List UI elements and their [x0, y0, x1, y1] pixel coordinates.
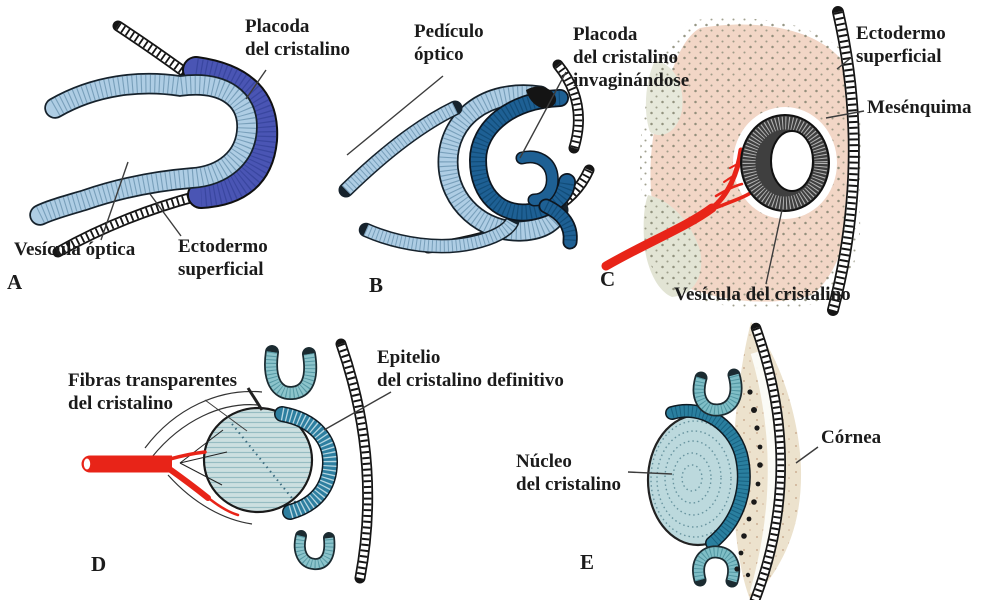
lens-nucleus-label: Núcleo del cristalino	[516, 451, 622, 495]
panel-letter-a: A	[7, 270, 23, 294]
lens-epithelium-label: Epitelio del cristalino definitivo	[377, 347, 564, 391]
lens-pit-lumen	[534, 172, 544, 190]
zonule-lines	[179, 429, 228, 486]
panel-d-illustration	[81, 344, 368, 578]
iris-rim-upper	[699, 375, 736, 410]
leader-ectodermo-c	[836, 56, 853, 70]
leader-epitelio	[323, 391, 392, 431]
optic-cup-rim-lower	[300, 536, 330, 564]
leader-placoda-a	[245, 69, 267, 100]
invaginating-placode-label: Placoda del cristalino invaginándose	[573, 24, 690, 91]
optic-stalk-label: Pedículo óptico	[414, 21, 484, 65]
leader-pediculo	[346, 75, 444, 156]
lens-fibers-label: Fibras transparentes del cristalino	[68, 370, 238, 414]
panel-c-illustration	[601, 12, 861, 310]
optic-cup-rim-upper	[271, 352, 310, 393]
lens-capsule-lines	[144, 390, 263, 525]
mesenchyme-label: Mesénquima	[867, 97, 972, 118]
pigment-dots	[734, 389, 763, 578]
leader-lines	[100, 56, 865, 475]
panel-letter-e: E	[580, 550, 595, 574]
leader-mesenquima	[825, 110, 865, 119]
invaginating-lens-placode	[478, 86, 570, 242]
surface-ectoderm-label-a: Ectodermo superficial	[178, 236, 268, 280]
surface-ectoderm-upper-band	[118, 26, 183, 71]
placode-ectoderm-junction	[526, 86, 557, 109]
hyaloid-artery-d	[81, 450, 240, 517]
surface-ectoderm-arc-d	[341, 344, 368, 578]
panel-letter-c: C	[600, 267, 616, 291]
lens-vesicle-label: Vesícula del cristalino	[674, 284, 851, 305]
lens-vesicle-ring	[740, 114, 830, 212]
surface-ectoderm-label-c: Ectodermo superficial	[856, 23, 946, 67]
leader-vesicula-optica	[100, 161, 129, 241]
lens-body	[202, 387, 314, 514]
panel-e-illustration	[646, 322, 802, 600]
leader-nucleo	[627, 471, 673, 475]
leader-vesicula-c	[765, 209, 783, 285]
cornea-label: Córnea	[821, 427, 882, 448]
optic-vesicle-label: Vesícula óptica	[14, 239, 136, 260]
panel-letter-d: D	[91, 552, 107, 576]
leader-cornea	[795, 446, 819, 464]
hyaloid-artery	[601, 147, 754, 271]
lens-placode-label-a: Placoda del cristalino	[245, 16, 351, 60]
leader-placoda-b	[519, 71, 567, 159]
leader-fibras	[204, 399, 248, 432]
iris-rim-lower	[699, 552, 734, 581]
panel-a-illustration	[40, 26, 264, 252]
panel-b-illustration	[346, 65, 589, 248]
panel-letter-b: B	[369, 273, 384, 297]
leader-ectodermo-a	[149, 193, 182, 237]
artery-lumen	[83, 458, 91, 470]
